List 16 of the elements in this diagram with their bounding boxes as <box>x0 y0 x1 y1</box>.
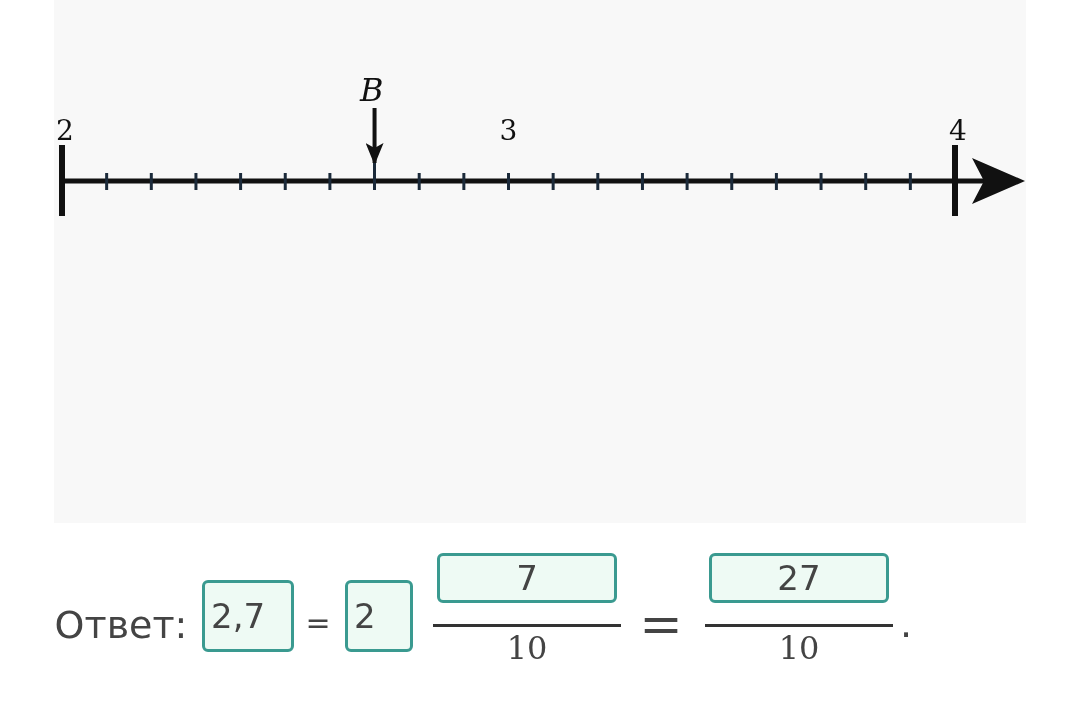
answer-text: Ответ: <box>54 606 188 644</box>
answer-text: = <box>305 608 331 638</box>
axis-label: 2 <box>56 117 74 145</box>
denominator: 10 <box>506 632 548 664</box>
tick-mark <box>373 163 377 190</box>
point-label: B <box>360 74 384 106</box>
axis-label: 4 <box>949 117 967 145</box>
answer-text: . <box>899 605 913 643</box>
answer-box: 27 <box>709 553 889 603</box>
arrow <box>365 108 384 165</box>
equals-sign: = <box>639 598 683 650</box>
axis-label: 3 <box>499 117 518 145</box>
answer-box: 2,7 <box>202 580 294 652</box>
denominator: 10 <box>778 632 820 664</box>
answer-box: 2 <box>345 580 413 652</box>
answer-box: 7 <box>437 553 617 603</box>
